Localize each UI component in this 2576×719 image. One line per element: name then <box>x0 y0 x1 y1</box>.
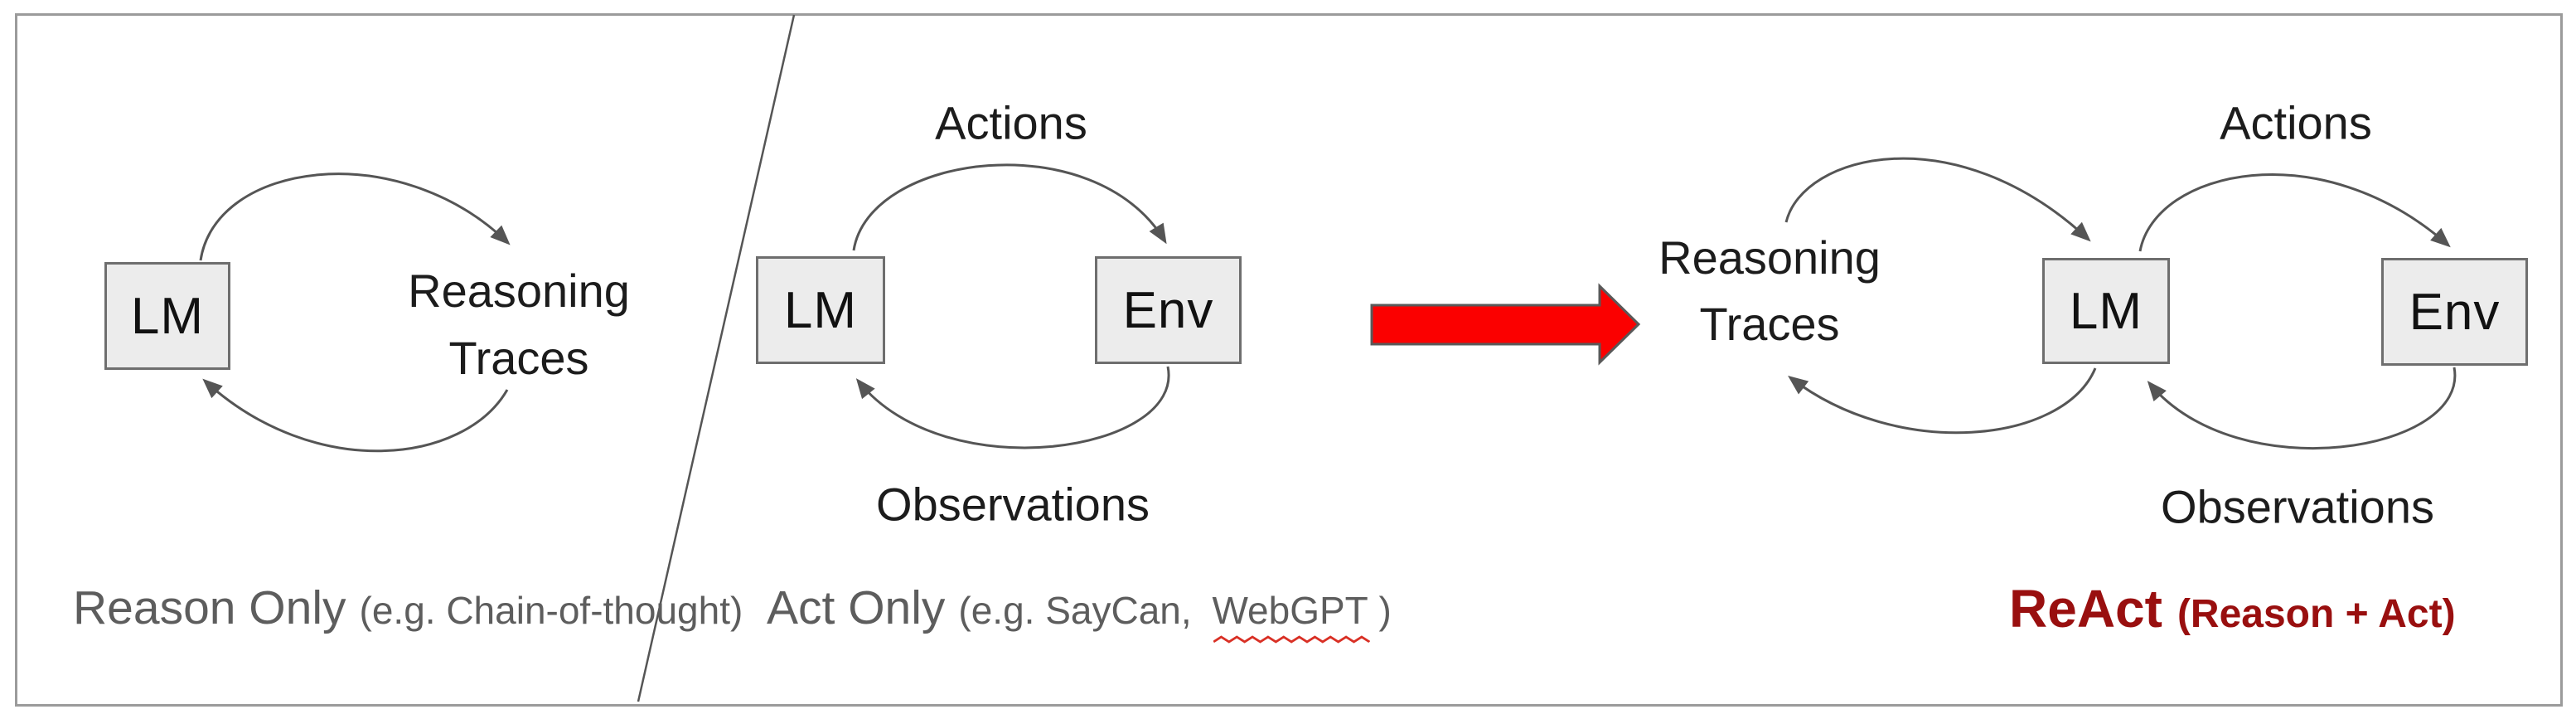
arc-lm-to-reasoning-react <box>1788 367 2097 435</box>
arc-actions-lm-to-env <box>852 163 1167 251</box>
spellcheck-squiggle-icon <box>1213 635 1370 644</box>
act-only-caption-main: Act Only <box>767 581 946 634</box>
reason-only-caption-main: Reason Only <box>73 581 346 634</box>
act-only-caption-note: (e.g. SayCan, WebGPT ) <box>958 588 1392 644</box>
arc-actions-lm-to-env-react <box>2138 173 2451 252</box>
act-only-lm-box: LM <box>756 256 885 364</box>
react-reasoning-line2: Traces <box>1699 298 1840 350</box>
actions-label: Actions <box>935 96 1087 149</box>
reasoning-traces-line1: Reasoning <box>408 265 630 317</box>
react-observations-label: Observations <box>2161 480 2434 533</box>
act-only-caption: Act Only (e.g. SayCan, WebGPT ) <box>767 581 1392 644</box>
act-only-note-prefix: (e.g. SayCan, <box>958 589 1192 632</box>
webgpt-misspelled-word: WebGPT <box>1212 588 1370 644</box>
react-reasoning-line1: Reasoning <box>1658 231 1881 284</box>
arc-observations-env-to-lm <box>855 366 1170 449</box>
react-env-box: Env <box>2381 258 2528 366</box>
reason-only-lm-box: LM <box>104 262 230 370</box>
act-only-lm-label: LM <box>783 281 858 339</box>
act-only-env-box: Env <box>1095 256 1242 364</box>
reason-only-caption: Reason Only (e.g. Chain-of-thought) <box>73 581 743 635</box>
observations-label: Observations <box>876 478 1150 531</box>
red-transition-arrow <box>1370 283 1641 366</box>
react-caption-note: (Reason + Act) <box>2177 592 2456 636</box>
react-lm-box: LM <box>2042 258 2170 364</box>
arc-lm-to-reasoning <box>199 172 511 261</box>
react-caption: ReAct (Reason + Act) <box>2009 578 2456 639</box>
reasoning-traces-label: Reasoning Traces <box>408 257 630 391</box>
react-env-label: Env <box>2409 283 2501 341</box>
arc-reasoning-to-lm <box>202 378 509 453</box>
act-only-env-label: Env <box>1122 281 1214 339</box>
slide-frame <box>15 13 2563 707</box>
reason-only-lm-label: LM <box>130 287 205 345</box>
act-only-note-suffix: ) <box>1378 589 1392 632</box>
react-reasoning-traces-label: Reasoning Traces <box>1658 225 1881 357</box>
reasoning-traces-line2: Traces <box>448 332 589 384</box>
arc-observations-env-to-lm-react <box>2147 367 2457 449</box>
react-caption-main: ReAct <box>2009 579 2162 639</box>
react-actions-label: Actions <box>2220 96 2372 149</box>
arc-reasoning-to-lm-react <box>1784 157 2091 242</box>
reason-only-caption-note: (e.g. Chain-of-thought) <box>359 589 743 632</box>
panel-divider-line <box>637 14 796 702</box>
react-lm-label: LM <box>2069 282 2143 340</box>
